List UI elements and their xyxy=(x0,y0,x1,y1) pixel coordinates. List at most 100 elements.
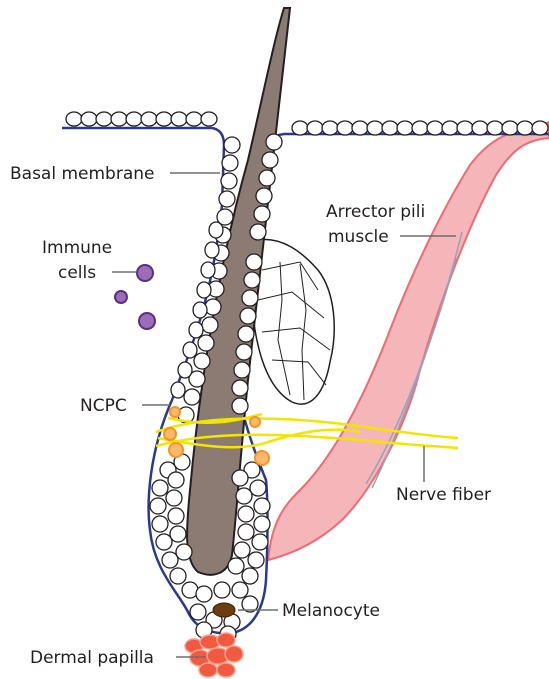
epithelial-cell xyxy=(81,112,97,126)
label-immune-cells-line1: Immune xyxy=(42,238,112,258)
dermal-papilla xyxy=(185,633,243,677)
epithelial-cell xyxy=(259,170,275,186)
papilla-cell xyxy=(217,633,235,647)
epithelial-cell xyxy=(382,121,398,135)
epithelial-cell xyxy=(236,344,252,360)
epithelial-cell xyxy=(352,121,368,135)
epithelial-cell xyxy=(224,137,240,153)
epithelial-cell xyxy=(412,121,428,135)
epithelial-cell xyxy=(156,534,172,550)
epithelial-cell xyxy=(201,112,217,126)
epithelial-cell xyxy=(254,498,270,514)
epithelial-cell xyxy=(168,508,184,524)
epithelial-cell xyxy=(244,272,260,288)
epithelial-cell xyxy=(397,121,413,135)
epithelial-cell xyxy=(262,152,278,168)
label-ncpc: NCPC xyxy=(80,396,127,416)
epithelial-cell xyxy=(472,121,488,135)
epithelial-cell xyxy=(246,254,262,270)
epithelial-cell xyxy=(240,308,256,324)
epithelial-cell xyxy=(502,121,518,135)
epithelial-cell xyxy=(196,586,212,602)
epithelial-cell xyxy=(307,121,323,135)
epithelial-cell xyxy=(242,568,258,584)
epithelial-cell xyxy=(532,121,548,135)
epithelial-cell xyxy=(162,552,178,568)
label-dermal-papilla: Dermal papilla xyxy=(30,648,154,668)
epithelial-cell xyxy=(232,470,248,486)
epithelial-cell xyxy=(221,173,237,189)
epithelial-cell xyxy=(367,121,383,135)
epithelial-cell xyxy=(337,121,353,135)
epithelial-cell xyxy=(96,112,112,126)
label-arrector-pili-line2: muscle xyxy=(328,227,389,247)
epithelial-cell xyxy=(250,224,266,240)
epithelial-cell xyxy=(189,322,203,338)
epithelial-cell xyxy=(292,121,308,135)
epithelial-cell xyxy=(150,498,166,514)
epithelial-cell xyxy=(234,542,250,558)
epithelial-cell xyxy=(205,299,221,315)
label-melanocyte: Melanocyte xyxy=(282,601,380,621)
epithelial-cell xyxy=(457,121,473,135)
label-immune-cells-line2: cells xyxy=(58,263,96,283)
epithelial-cell xyxy=(248,552,264,568)
epithelial-cell xyxy=(184,389,200,405)
label-nerve-fiber: Nerve fiber xyxy=(396,485,491,505)
epithelial-cell xyxy=(322,121,338,135)
epithelial-cell xyxy=(242,290,258,306)
epithelial-cell xyxy=(126,112,142,126)
epithelial-cell xyxy=(194,353,210,369)
epithelial-cell xyxy=(266,134,282,150)
papilla-cell xyxy=(225,646,243,662)
epithelial-cell xyxy=(170,526,186,542)
epithelial-cell xyxy=(201,262,215,278)
epithelial-cell xyxy=(193,302,207,318)
epithelial-cell xyxy=(171,112,187,126)
epithelial-cell xyxy=(487,121,503,135)
epithelial-cell xyxy=(219,191,235,207)
epithelial-cell xyxy=(232,380,248,396)
immune-cells xyxy=(115,265,155,329)
epithelial-cell xyxy=(228,558,244,574)
epithelial-cell xyxy=(183,342,197,358)
label-arrector-pili-line1: Arrector pili xyxy=(326,202,425,222)
epithelial-cell xyxy=(178,362,192,378)
epithelial-cell xyxy=(152,516,168,532)
epithelial-cell xyxy=(197,282,211,298)
epithelial-cell xyxy=(250,480,266,496)
epithelial-cell xyxy=(238,326,254,342)
epithelial-cell xyxy=(186,112,202,126)
epithelial-cell xyxy=(256,188,272,204)
label-basal-membrane: Basal membrane xyxy=(10,164,155,184)
epithelial-cell xyxy=(152,480,168,496)
epithelial-cell xyxy=(168,472,184,488)
epithelial-cell xyxy=(141,112,157,126)
epithelial-cell xyxy=(238,524,254,540)
epithelial-cell xyxy=(234,362,250,378)
papilla-cell xyxy=(199,663,217,677)
epithelial-cell xyxy=(254,516,270,532)
epithelial-cell xyxy=(442,121,458,135)
epithelial-cell xyxy=(209,222,223,238)
epithelial-cell xyxy=(176,544,192,560)
melanocyte xyxy=(213,603,235,617)
epithelial-cell xyxy=(205,242,219,258)
epithelial-cell xyxy=(252,534,268,550)
epithelial-cell xyxy=(214,582,230,598)
epithelial-cell xyxy=(222,155,238,171)
epithelial-cell xyxy=(232,582,248,598)
epithelial-cell xyxy=(171,382,185,398)
epithelial-cell xyxy=(190,604,206,620)
epithelial-cell xyxy=(66,112,82,126)
epithelial-cell xyxy=(198,335,214,351)
epithelial-cell xyxy=(202,317,218,333)
epithelial-cell xyxy=(170,568,186,584)
epithelial-cell xyxy=(111,112,127,126)
epithelial-cell xyxy=(232,398,248,414)
epithelial-cell xyxy=(254,206,270,222)
epithelial-cell xyxy=(236,488,252,504)
epithelial-cell xyxy=(238,506,254,522)
